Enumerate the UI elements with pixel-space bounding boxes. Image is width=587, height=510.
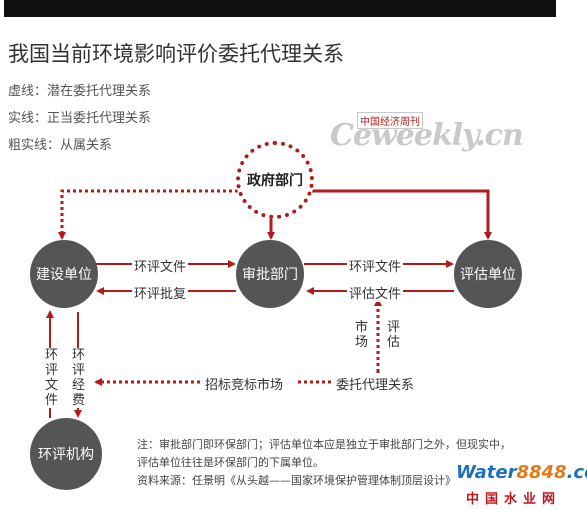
arrow-gov-to-evaluator [306, 189, 492, 240]
node-builder: 建设单位 [30, 240, 98, 308]
label-approval-to-builder: 环评批复 [132, 283, 189, 302]
note-line-1: 注：审批部门即环保部门；评估单位本应是独立于审批部门之外，但现实中， [137, 438, 511, 451]
label-evaluator-to-approval: 评估文件 [347, 283, 404, 302]
source-line: 资料来源：任景明《从头越——国家环境保护管理体制顶层设计》 [137, 474, 456, 487]
water8848-logo: Water8848.com [456, 462, 587, 483]
label-market: 市场 [354, 320, 368, 350]
node-gov: 政府部门 [236, 141, 314, 219]
label-eia-docs: 环评文件 [44, 348, 59, 408]
label-entrust-agency: 委托代理关系 [334, 374, 417, 393]
note-line-2: 评估单位往往是环保部门的下属单位。 [137, 456, 324, 469]
arrow-gov-to-builder [58, 189, 238, 240]
label-eia-fee: 环评经费 [71, 348, 86, 408]
node-evaluator: 评估单位 [454, 240, 522, 308]
label-builder-to-approval: 环评文件 [132, 256, 189, 275]
top-banner [4, 0, 556, 17]
legend-bold: 粗实线：从属关系 [8, 138, 113, 153]
legend-solid: 实线：正当委托代理关系 [8, 111, 152, 126]
label-evaluation: 评估 [386, 320, 400, 350]
water8848-logo-sub: 中国水业网 [466, 492, 562, 507]
legend-dashed: 虚线：潜在委托代理关系 [8, 84, 152, 99]
label-bidding-market: 招标竞标市场 [203, 374, 286, 393]
page-title: 我国当前环境影响评价委托代理关系 [8, 42, 344, 66]
watermark-sub: 中国经济周刊 [357, 112, 423, 129]
node-eia-agency: 环评机构 [30, 418, 102, 490]
label-approval-to-evaluator: 环评文件 [347, 256, 404, 275]
node-approval: 审批部门 [236, 240, 304, 308]
